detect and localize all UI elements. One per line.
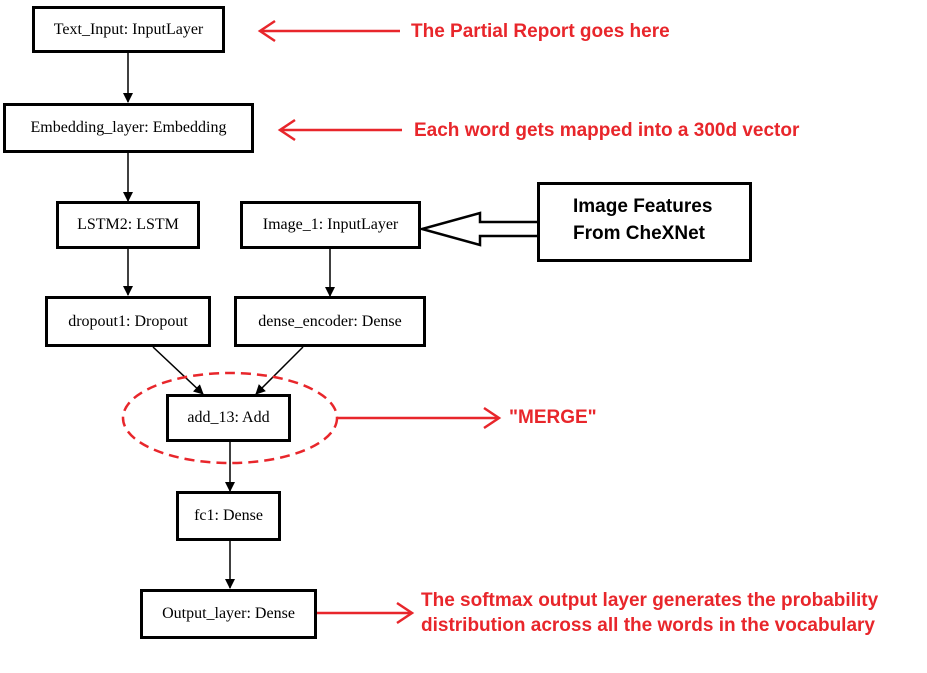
annotation-arrow-softmax (317, 601, 415, 625)
node-fc1: fc1: Dense (176, 491, 281, 541)
annotation-arrow-partial-report (257, 19, 400, 43)
node-lstm-label: LSTM2: LSTM (77, 216, 179, 233)
node-lstm: LSTM2: LSTM (56, 201, 200, 249)
annotation-arrow-embedding (277, 118, 402, 142)
callout-partial-report: The Partial Report goes here (411, 21, 670, 42)
annotation-arrow-merge (337, 406, 502, 430)
hollow-arrow-image-features (417, 211, 537, 247)
image-features-box: Image Features From CheXNet (537, 182, 752, 262)
callout-merge: "MERGE" (509, 407, 597, 428)
node-text-input-label: Text_Input: InputLayer (53, 20, 204, 38)
edge-dropout-to-add (152, 346, 204, 395)
callout-softmax-line2: distribution across all the words in the… (421, 615, 875, 636)
node-image-input-label: Image_1: InputLayer (262, 216, 399, 233)
image-features-line1: Image Features (573, 196, 713, 217)
node-embedding-layer-label: Embedding_layer: Embedding (30, 119, 227, 136)
node-dropout-label: dropout1: Dropout (68, 312, 188, 330)
callout-softmax: The softmax output layer generates the p… (421, 588, 878, 638)
node-fc1-label: fc1: Dense (194, 507, 263, 524)
node-dropout: dropout1: Dropout (45, 296, 211, 347)
image-features-line2: From CheXNet (573, 223, 705, 244)
callout-softmax-line1: The softmax output layer generates the p… (421, 590, 879, 611)
edge-dense-encoder-to-add (255, 346, 304, 395)
node-add-label: add_13: Add (187, 409, 270, 426)
node-embedding-layer: Embedding_layer: Embedding (3, 103, 254, 153)
node-image-input: Image_1: InputLayer (240, 201, 421, 249)
callout-embedding-note: Each word gets mapped into a 300d vector (414, 120, 800, 141)
node-dense-encoder-label: dense_encoder: Dense (258, 312, 402, 330)
node-dense-encoder: dense_encoder: Dense (234, 296, 426, 347)
node-add: add_13: Add (166, 394, 291, 442)
node-output-layer-label: Output_layer: Dense (162, 605, 295, 622)
node-output-layer: Output_layer: Dense (140, 589, 317, 639)
node-text-input: Text_Input: InputLayer (32, 6, 225, 53)
